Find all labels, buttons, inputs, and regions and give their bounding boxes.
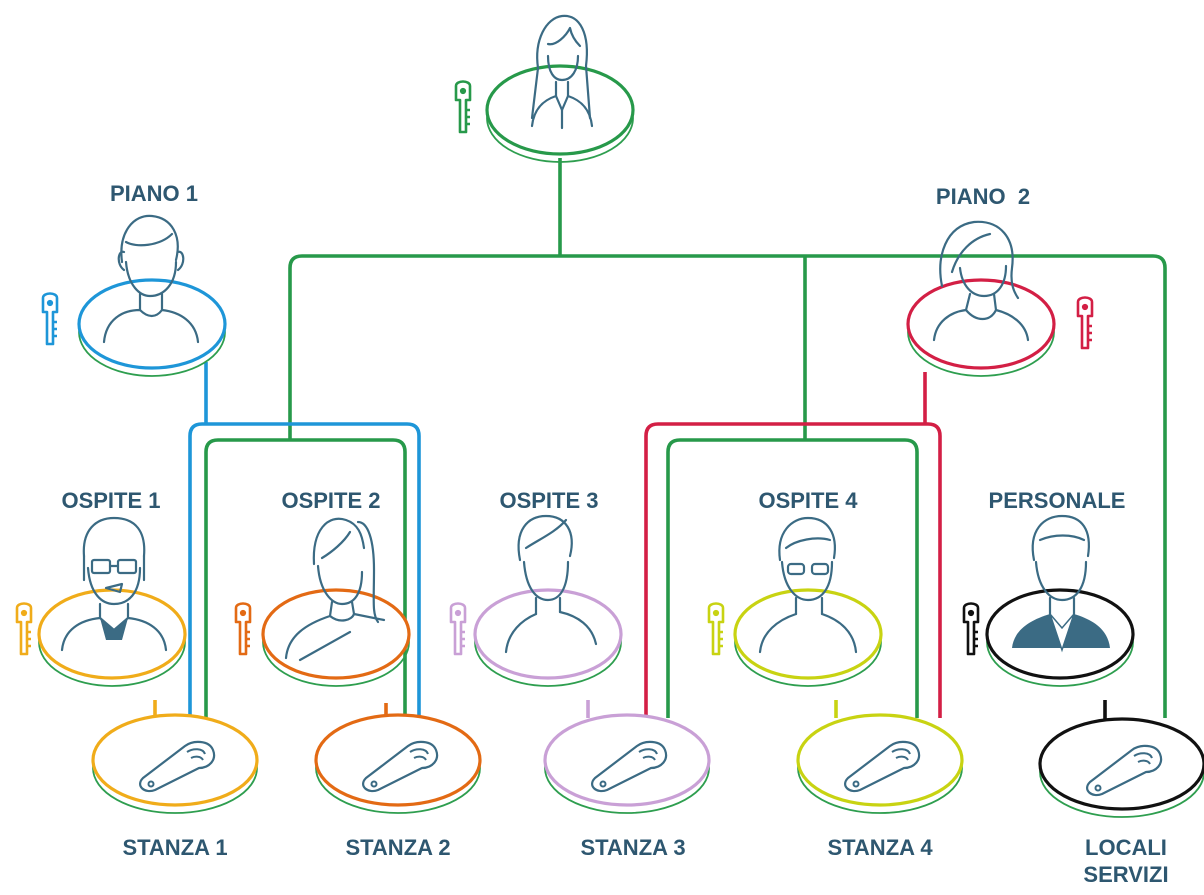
ospite4-node xyxy=(733,516,883,687)
person-icon xyxy=(1031,514,1090,616)
lock-locali-servizi[interactable] xyxy=(1038,717,1204,818)
shirt-collar xyxy=(100,618,128,640)
label-servizi: SERVIZI xyxy=(1083,862,1168,887)
key-icon xyxy=(962,602,980,656)
key-icon xyxy=(707,602,725,656)
label-ospite2: OSPITE 2 xyxy=(281,488,380,513)
master-loop-right-wire xyxy=(666,438,919,718)
ospite3-disc xyxy=(473,588,623,680)
key-icon xyxy=(1076,296,1094,350)
label-stanza4: STANZA 4 xyxy=(827,835,933,860)
person-icon xyxy=(530,14,594,130)
piano1-node xyxy=(77,214,227,377)
person-icon xyxy=(102,214,200,344)
person-icon xyxy=(758,516,858,654)
piano1-wire xyxy=(188,362,421,718)
master-loop-left-wire xyxy=(204,438,407,718)
label-stanza2: STANZA 2 xyxy=(345,835,450,860)
lock-stanza2[interactable] xyxy=(314,713,482,814)
master-bus-wire xyxy=(288,254,1167,718)
ospite3-node xyxy=(473,514,623,687)
label-stanza1: STANZA 1 xyxy=(122,835,227,860)
key-icon xyxy=(449,602,467,656)
lock-stanza3[interactable] xyxy=(543,713,711,814)
ospite2-disc xyxy=(261,588,411,680)
piano2-wire xyxy=(644,372,942,718)
label-ospite1: OSPITE 1 xyxy=(61,488,160,513)
lock-stanza1[interactable] xyxy=(91,713,259,814)
ospite1-node xyxy=(37,516,187,687)
label-locali: LOCALI xyxy=(1085,835,1167,860)
key-icon xyxy=(234,602,252,656)
piano1-disc xyxy=(77,278,227,370)
key-icon xyxy=(15,602,33,656)
shirt-front xyxy=(1049,613,1075,653)
person-icon xyxy=(932,220,1030,342)
personale-node xyxy=(985,514,1135,687)
person-icon xyxy=(284,517,386,662)
ospite4-disc xyxy=(733,588,883,680)
piano2-node xyxy=(906,220,1056,377)
person-icon xyxy=(504,514,598,654)
label-piano2: PIANO 2 xyxy=(936,184,1030,209)
piano2-disc xyxy=(906,278,1056,370)
label-ospite4: OSPITE 4 xyxy=(758,488,858,513)
ospite2-node xyxy=(261,517,411,687)
key-icon xyxy=(41,292,59,346)
master-node xyxy=(485,14,635,163)
lock-stanza4[interactable] xyxy=(796,713,964,814)
label-personale: PERSONALE xyxy=(989,488,1126,513)
label-piano1: PIANO 1 xyxy=(110,181,198,206)
label-stanza3: STANZA 3 xyxy=(580,835,685,860)
key-icon xyxy=(454,80,472,134)
label-ospite3: OSPITE 3 xyxy=(499,488,598,513)
master-disc xyxy=(485,64,635,156)
